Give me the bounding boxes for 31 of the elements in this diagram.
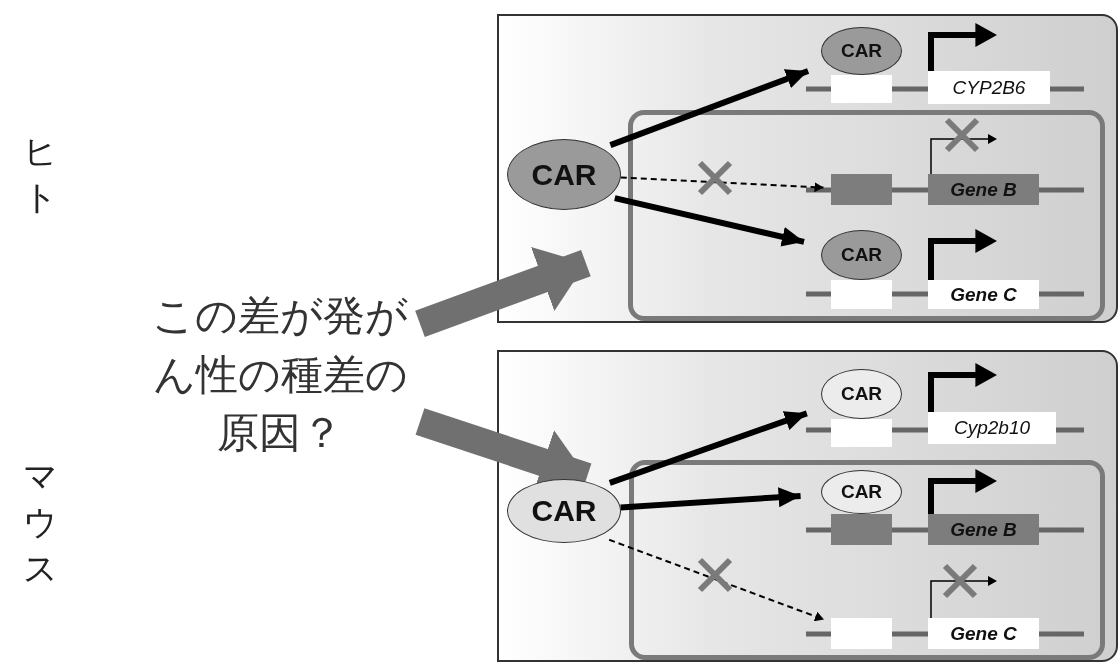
- protein-ellipse: CAR: [821, 369, 902, 419]
- protein-ellipse: CAR: [507, 479, 621, 543]
- protein-ellipse: CAR: [821, 230, 902, 280]
- protein-ellipse: CAR: [821, 470, 902, 514]
- promoter-box: [831, 75, 892, 103]
- gene-box: Gene C: [928, 280, 1039, 309]
- side-label: ヒト: [22, 130, 60, 219]
- panel-background: [497, 350, 1118, 662]
- promoter-box: [831, 280, 892, 309]
- arrow: [609, 68, 810, 148]
- gene-box: CYP2B6: [928, 71, 1050, 104]
- protein-ellipse: CAR: [507, 139, 621, 210]
- arrow: [620, 487, 801, 511]
- promoter-box: [831, 514, 892, 545]
- arrow: [608, 410, 808, 486]
- gene-box: Gene B: [928, 514, 1039, 545]
- gene-box: Gene C: [928, 618, 1039, 649]
- protein-ellipse: CAR: [821, 27, 902, 75]
- group-box: [629, 460, 1105, 660]
- arrow: [614, 195, 805, 247]
- promoter-box: [831, 174, 892, 205]
- arrow: [619, 176, 825, 193]
- arrow: [608, 538, 825, 622]
- promoter-box: [831, 419, 892, 447]
- question-text: この差が発がん性の種差の原因？: [140, 285, 420, 465]
- group-box: [628, 110, 1105, 321]
- promoter-box: [831, 618, 892, 649]
- side-label: マウス: [22, 455, 60, 590]
- gene-box: Gene B: [928, 174, 1039, 205]
- panel-background: [497, 14, 1118, 323]
- gene-box: Cyp2b10: [928, 412, 1056, 444]
